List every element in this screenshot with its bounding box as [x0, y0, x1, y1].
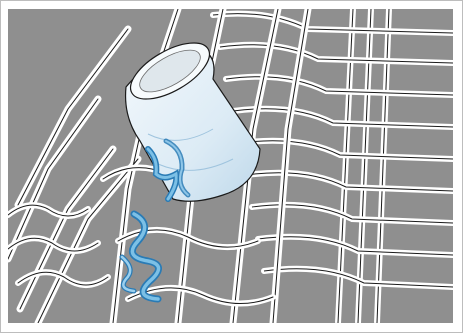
- clip-icon: [119, 210, 162, 303]
- rack-illustration: [8, 9, 453, 323]
- illustration-panel: [8, 9, 453, 323]
- glass-icon: [124, 42, 261, 202]
- clip-icon: [145, 138, 191, 202]
